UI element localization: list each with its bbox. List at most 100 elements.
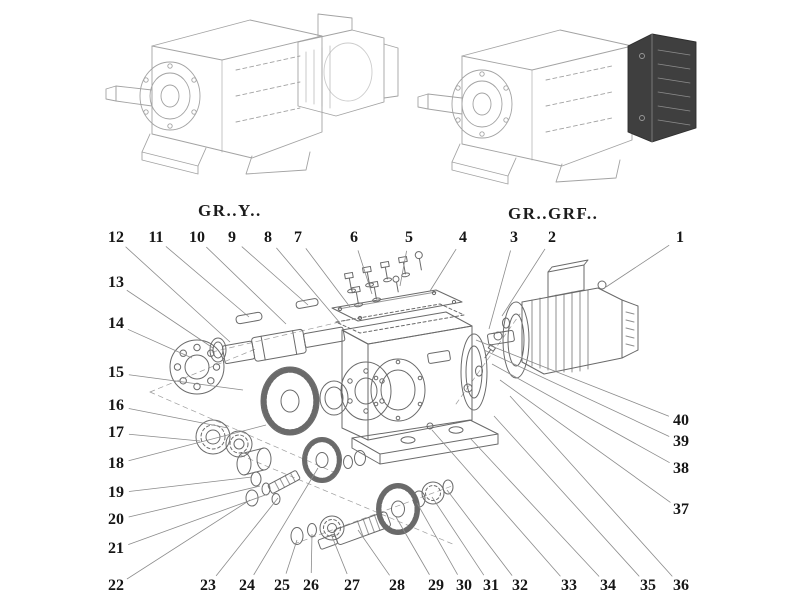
exploded-assembly [149,251,639,550]
leader-line-14 [127,328,193,359]
part-callout-32: 32 [510,577,530,594]
part-callout-15: 15 [106,364,126,381]
part-callout-13: 13 [106,274,126,291]
leader-line-34 [469,437,600,577]
variant-label-gr-y: GR..Y.. [198,201,262,220]
output-shaft-group [290,479,454,550]
part-callout-35: 35 [638,577,658,594]
leader-line-20 [128,485,261,518]
part-callout-3: 3 [508,229,520,246]
leader-line-24 [253,467,319,576]
part-callout-27: 27 [342,577,362,594]
leader-line-36 [509,395,673,577]
part-callout-30: 30 [454,577,474,594]
pinion-and-washers [245,470,301,507]
leader-line-8 [276,247,341,324]
part-callout-19: 19 [106,484,126,501]
dark-flange-block [627,33,697,143]
leader-line-22 [126,499,251,580]
motor [487,259,639,379]
leader-line-10 [206,246,287,325]
part-callout-39: 39 [671,433,691,450]
part-callout-24: 24 [237,577,257,594]
roller-bearing-large [169,339,225,395]
part-callout-16: 16 [106,397,126,414]
part-callout-38: 38 [671,460,691,477]
leader-line-33 [431,429,561,577]
part-callout-34: 34 [598,577,618,594]
part-callout-17: 17 [106,424,126,441]
leader-line-29 [395,516,430,575]
part-callout-4: 4 [457,229,469,246]
intermediate-gear [302,437,366,483]
leader-line-30 [416,502,458,575]
leader-line-6 [357,250,373,295]
gearbox-housing [341,311,499,465]
part-callout-1: 1 [674,229,686,246]
part-callout-2: 2 [546,229,558,246]
cover-bolts [343,251,423,308]
leader-line-27 [330,533,348,575]
part-callout-7: 7 [292,229,304,246]
leader-line-37 [499,379,671,503]
part-callout-23: 23 [198,577,218,594]
part-callout-9: 9 [226,229,238,246]
leader-line-5 [399,250,407,287]
ball-bearings [195,419,253,458]
part-callout-14: 14 [106,315,126,332]
leader-line-23 [215,497,279,577]
leader-line-28 [357,529,390,576]
leader-line-35 [493,415,640,577]
part-callout-8: 8 [262,229,274,246]
inspection-cover [331,289,465,334]
leader-line-9 [241,246,309,306]
part-callout-33: 33 [559,577,579,594]
leader-line-31 [431,496,485,576]
leader-line-26 [310,533,313,574]
part-callout-25: 25 [272,577,292,594]
guide-lines [149,313,521,546]
assembled-gearmotor-gr-y [105,13,399,175]
leader-lines [125,244,673,580]
leader-line-19 [128,476,253,492]
part-callout-11: 11 [146,229,166,246]
leader-line-38 [491,363,670,464]
part-callout-28: 28 [387,577,407,594]
leader-line-3 [488,250,511,330]
motor-flange-fasteners [463,317,510,393]
leader-line-18 [128,424,267,462]
leader-line-4 [429,248,457,292]
leader-line-7 [305,248,351,308]
leader-line-1 [605,244,670,288]
leader-line-39 [483,349,670,437]
part-callout-21: 21 [106,540,126,557]
variant-label-gr-grf: GR..GRF.. [508,204,599,223]
shaft-keys [235,298,319,325]
leader-line-12 [125,246,231,343]
part-callout-6: 6 [348,229,360,246]
leader-line-11 [165,246,250,318]
part-callout-26: 26 [301,577,321,594]
part-callout-22: 22 [106,577,126,594]
gear-wheel-large [260,366,320,436]
leader-line-17 [128,433,201,442]
leader-line-25 [285,539,298,574]
part-callout-18: 18 [106,455,126,472]
part-callout-29: 29 [426,577,446,594]
part-callout-31: 31 [481,577,501,594]
leader-line-16 [128,408,229,429]
part-callout-40: 40 [671,412,691,429]
leader-line-21 [128,493,269,545]
leader-line-40 [475,339,670,417]
leader-line-15 [128,374,244,391]
assembled-gearmotor-gr-grf [417,29,697,185]
leader-line-13 [126,289,214,349]
input-shaft [222,326,346,365]
part-callout-5: 5 [403,229,415,246]
part-callout-36: 36 [671,577,691,594]
part-callout-12: 12 [106,229,126,246]
part-callout-20: 20 [106,511,126,528]
leader-line-2 [501,248,546,317]
